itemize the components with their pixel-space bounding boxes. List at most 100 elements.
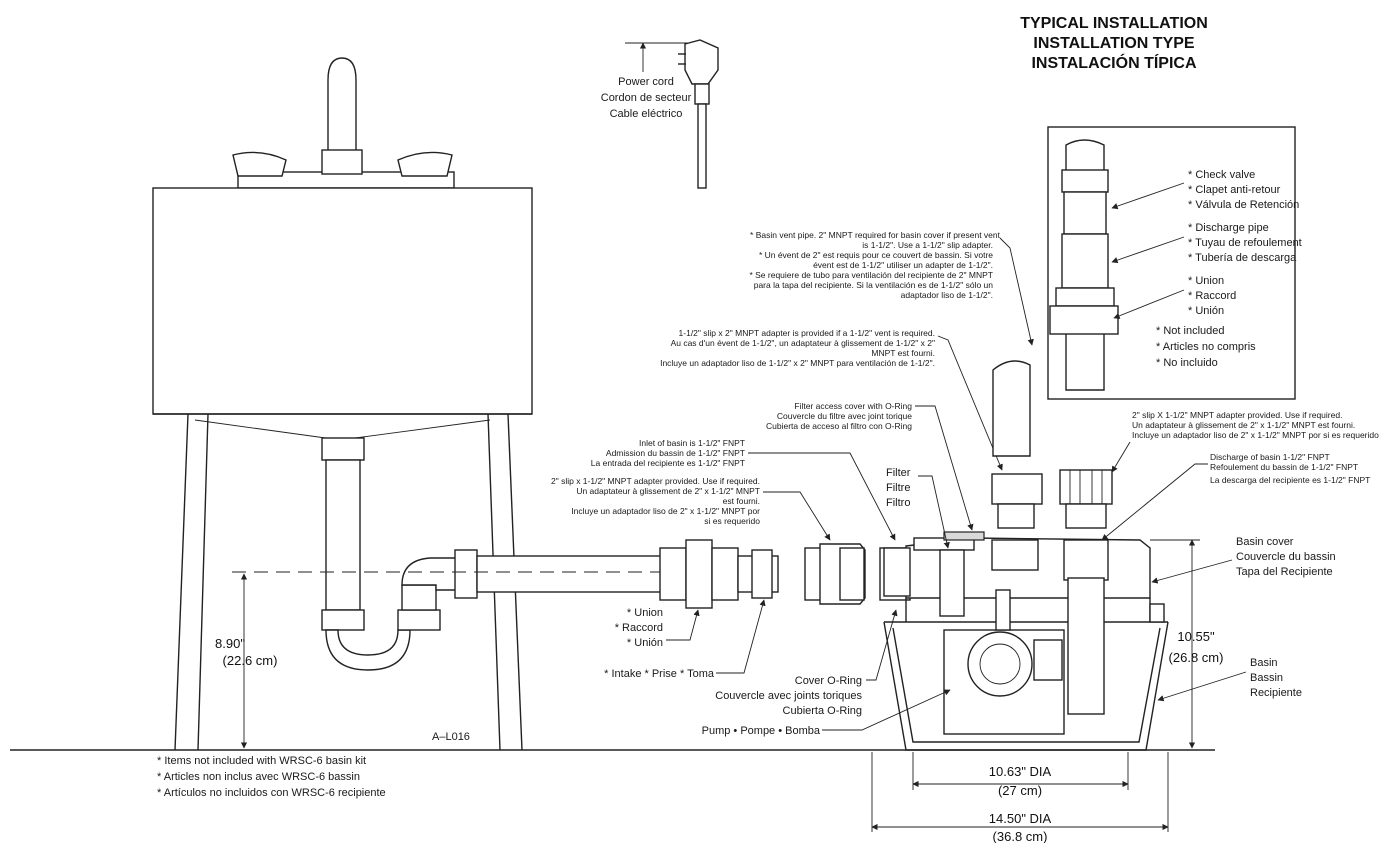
filter-fr: Filtre [886, 482, 910, 494]
footnote-fr: * Articles non inclus avec WRSC-6 bassin [157, 771, 360, 783]
filter-cover-fr: Couvercle du filtre avec joint torique [777, 411, 912, 421]
basin-cover-label: Basin cover Couvercle du bassin Tapa del… [1151, 536, 1336, 584]
filter-label: Filter Filtre Filtro [886, 467, 950, 549]
basin-label: Basin Bassin Recipiente [1157, 657, 1302, 702]
cover-oring-label: Cover O-Ring Couvercle avec joints toriq… [715, 609, 898, 717]
inset-not-included-en: * Not included [1156, 325, 1225, 337]
dim-height-left-2: (22.6 cm) [223, 653, 278, 668]
inlet-fr: Admission du bassin de 1-1/2" FNPT [606, 448, 745, 458]
intake-pipe [476, 539, 911, 609]
title-es: INSTALACIÓN TÍPICA [1031, 53, 1196, 72]
title-fr: INSTALLATION TYPE [1033, 35, 1195, 52]
dim-height-right-2: (26.8 cm) [1169, 650, 1224, 665]
filter-cover-es: Cubierta de acceso al filtro con O-Ring [766, 421, 912, 431]
intake-text: * Intake * Prise * Toma [604, 668, 715, 680]
inset-union-en: * Union [1188, 275, 1224, 287]
vent-note-4: évent est de 1-1/2" utiliser un adapter … [813, 260, 993, 270]
intake-label: * Intake * Prise * Toma [604, 599, 766, 680]
inset-not-included-fr: * Articles no compris [1156, 341, 1256, 353]
vent-note-7: adaptador liso de 1-1/2". [901, 290, 993, 300]
union-left-fr: * Raccord [615, 622, 663, 634]
vent-pipe-note: * Basin vent pipe. 2" MNPT required for … [749, 230, 1034, 346]
basin-fr: Bassin [1250, 672, 1283, 684]
cover-oring-fr: Couvercle avec joints toriques [715, 690, 862, 702]
dim-dia-inner-2: (27 cm) [998, 783, 1042, 798]
sink [152, 57, 533, 751]
dim-height-right-1: 10.55" [1177, 629, 1215, 644]
footnote-es: * Artículos no incluidos con WRSC-6 reci… [157, 787, 386, 799]
dim-dia-outer-1: 14.50" DIA [989, 811, 1052, 826]
footnote-en: * Items not included with WRSC-6 basin k… [157, 755, 366, 767]
discharge-adapter-note: 2" slip X 1-1/2" MNPT adapter provided. … [1111, 410, 1379, 473]
inlet-adapter-note: 2" slip x 1-1/2" MNPT adapter provided. … [551, 476, 831, 541]
title-block: TYPICAL INSTALLATION INSTALLATION TYPE I… [1020, 15, 1208, 72]
pump-label: Pump • Pompe • Bomba [702, 689, 951, 737]
union-left-label: * Union * Raccord * Unión [615, 607, 700, 649]
dim-dia-outer-2: (36.8 cm) [993, 829, 1048, 843]
right-height-dimension: 10.55" (26.8 cm) [1150, 539, 1224, 749]
inlet-es: La entrada del recipiente es 1-1/2" FNPT [591, 458, 745, 468]
discharge-basin-es: La descarga del recipiente es 1-1/2" FNP… [1210, 475, 1370, 485]
pump-text: Pump • Pompe • Bomba [702, 725, 821, 737]
power-cord-fr: Cordon de secteur [601, 92, 692, 104]
inlet-adapter-1: 2" slip x 1-1/2" MNPT adapter provided. … [551, 476, 760, 486]
inset-union-fr: * Raccord [1188, 290, 1236, 302]
left-height-dimension: 8.90" (22.6 cm) [215, 573, 278, 749]
discharge-basin-note: Discharge of basin 1-1/2" FNPT Refouleme… [1101, 452, 1370, 541]
inlet-adapter-2: Un adaptateur à glissement de 2" x 1-1/2… [576, 486, 760, 496]
union-left-es: * Unión [627, 637, 663, 649]
inset-check-valve-fr: * Clapet anti-retour [1188, 184, 1281, 196]
power-cord: Power cord Cordon de secteur Cable eléct… [601, 39, 719, 189]
dim-dia-inner-1: 10.63" DIA [989, 764, 1052, 779]
discharge-basin-en: Discharge of basin 1-1/2" FNPT [1210, 452, 1330, 462]
discharge-basin-fr: Refoulement du bassin de 1-1/2" FNPT [1210, 462, 1358, 472]
inset-discharge-pipe-fr: * Tuyau de refoulement [1188, 237, 1302, 249]
inlet-adapter-5: si es requerido [704, 516, 760, 526]
cover-oring-es: Cubierta O-Ring [783, 705, 862, 717]
filter-es: Filtro [886, 497, 910, 509]
footnote: * Items not included with WRSC-6 basin k… [157, 755, 386, 799]
cover-oring-en: Cover O-Ring [795, 675, 862, 687]
vent-note-6: para la tapa del recipiente. Si la venti… [754, 280, 994, 290]
title-en: TYPICAL INSTALLATION [1020, 15, 1208, 32]
vent-adapter-note: 1-1/2" slip x 2" MNPT adapter is provide… [660, 328, 1003, 471]
vent-note-5: * Se requiere de tubo para ventilación d… [749, 270, 993, 280]
vent-adapter-3: MNPT est fourni. [871, 348, 935, 358]
vent-adapter-1: 1-1/2" slip x 2" MNPT adapter is provide… [679, 328, 935, 338]
filter-cover-en: Filter access cover with O-Ring [794, 401, 912, 411]
discharge-adapter-3: Incluye un adaptador liso de 2" x 1-1/2"… [1132, 430, 1379, 440]
inlet-adapter-3: est fourni. [723, 496, 760, 506]
inlet-adapter-4: Incluye un adaptador liso de 2" x 1-1/2"… [571, 506, 760, 516]
basin-es: Recipiente [1250, 687, 1302, 699]
basin-cover-fr: Couvercle du bassin [1236, 551, 1336, 563]
outer-diameter-dimension: 14.50" DIA (36.8 cm) [871, 752, 1169, 843]
discharge-adapter-2: Un adaptateur à glissement de 2" x 1-1/2… [1132, 420, 1355, 430]
inset-discharge-pipe-es: * Tubería de descarga [1188, 252, 1297, 264]
power-cord-es: Cable eléctrico [610, 108, 683, 120]
basin-cover-en: Basin cover [1236, 536, 1294, 548]
inner-diameter-dimension: 10.63" DIA (27 cm) [912, 752, 1129, 798]
union-left-en: * Union [627, 607, 663, 619]
basin-en: Basin [1250, 657, 1278, 669]
power-cord-en: Power cord [618, 76, 674, 88]
inset-discharge-pipe-en: * Discharge pipe [1188, 222, 1269, 234]
model-code: A–L016 [432, 731, 470, 743]
inset-not-included-es: * No incluido [1156, 357, 1218, 369]
filter-cover-note: Filter access cover with O-Ring Couvercl… [766, 401, 974, 531]
inset-union-es: * Unión [1188, 305, 1224, 317]
vent-adapter-4: Incluye un adaptador liso de 1-1/2" x 2"… [660, 358, 935, 368]
vent-note-2: is 1-1/2". Use a 1-1/2" slip adapter. [862, 240, 993, 250]
inlet-en: Inlet of basin is 1-1/2" FNPT [639, 438, 745, 448]
filter-en: Filter [886, 467, 911, 479]
vent-pipe-and-adapters [991, 360, 1113, 529]
discharge-adapter-1: 2" slip X 1-1/2" MNPT adapter provided. … [1132, 410, 1342, 420]
pump-basin [883, 531, 1169, 751]
vent-adapter-2: Au cas d'un évent de 1-1/2", un adaptate… [671, 338, 935, 348]
inlet-note: Inlet of basin is 1-1/2" FNPT Admission … [591, 438, 896, 541]
inset-check-valve-es: * Válvula de Retención [1188, 199, 1299, 211]
vent-note-3: * Un évent de 2" est requis pour ce couv… [759, 250, 993, 260]
inset-check-valve-en: * Check valve [1188, 169, 1255, 181]
inset-detail: * Check valve * Clapet anti-retour * Vál… [1047, 126, 1302, 400]
basin-cover-es: Tapa del Recipiente [1236, 566, 1333, 578]
